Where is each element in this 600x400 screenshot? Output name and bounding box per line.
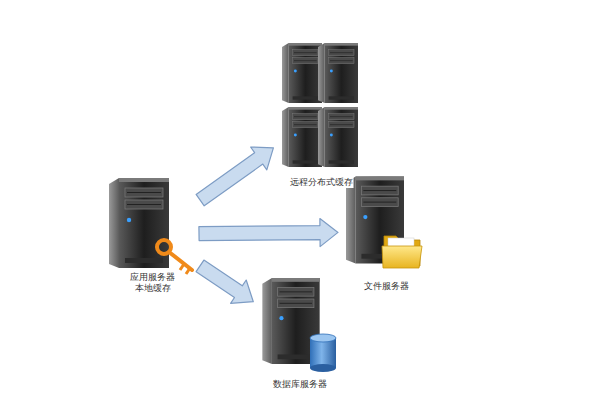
folder-icon bbox=[382, 236, 422, 268]
server-label: 数据库服务器 bbox=[272, 379, 328, 390]
server-label: 应用服务器 本地缓存 bbox=[126, 272, 180, 294]
server-label: 远程分布式缓存 bbox=[289, 177, 354, 188]
block-arrow bbox=[196, 147, 273, 206]
server-node: 文件服务器 bbox=[340, 170, 432, 294]
key-icon bbox=[157, 240, 192, 274]
database-cylinder bbox=[310, 334, 336, 372]
server-node: 远程分布式缓存 bbox=[275, 38, 367, 190]
server-label: 文件服务器 bbox=[363, 281, 410, 292]
server-node: 数据库服务器 bbox=[255, 274, 345, 392]
block-arrow bbox=[199, 219, 338, 247]
block-arrow bbox=[196, 260, 253, 303]
server-node: 应用服务器 本地缓存 bbox=[100, 172, 205, 296]
